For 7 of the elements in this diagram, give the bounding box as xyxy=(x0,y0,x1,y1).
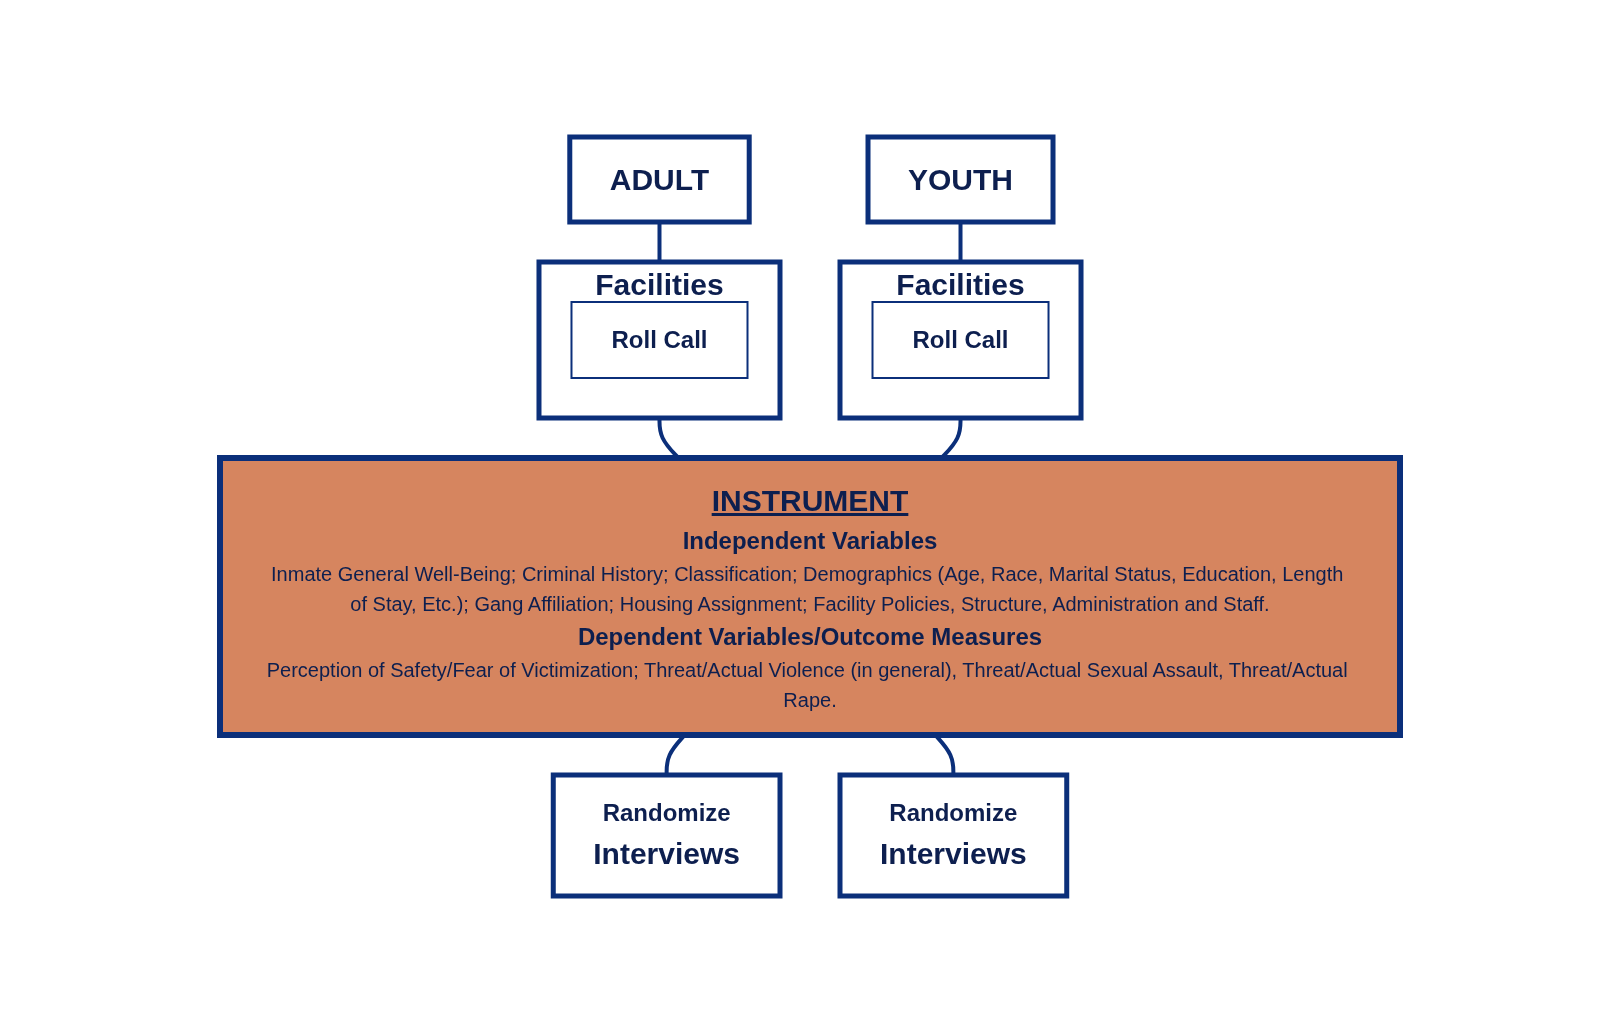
node-box: ADULT xyxy=(567,134,752,224)
node-box: Randomize Interviews xyxy=(837,772,1070,898)
node-box: INSTRUMENT Independent Variables Inmate General Well-Being; Criminal History; Classification; Demographics (Age, Race, Marital Status, Education, Length of Stay, Etc.); Gang Affiliation; Housing Assignment; Facility Policies, Structure, Administration and Staff. Dependent Variables/Outcome Measures Perception of Safety/Fear of Victimization; Threat/Actual Violence (in general), Threat/Actual Sexual Assault, Threat/Actual Rape. xyxy=(217,454,1403,738)
node-box: Randomize Interviews xyxy=(550,772,783,898)
node-box: YOUTH xyxy=(865,134,1056,224)
node-box: Roll Call xyxy=(570,300,749,379)
node-box: Roll Call xyxy=(871,300,1050,379)
